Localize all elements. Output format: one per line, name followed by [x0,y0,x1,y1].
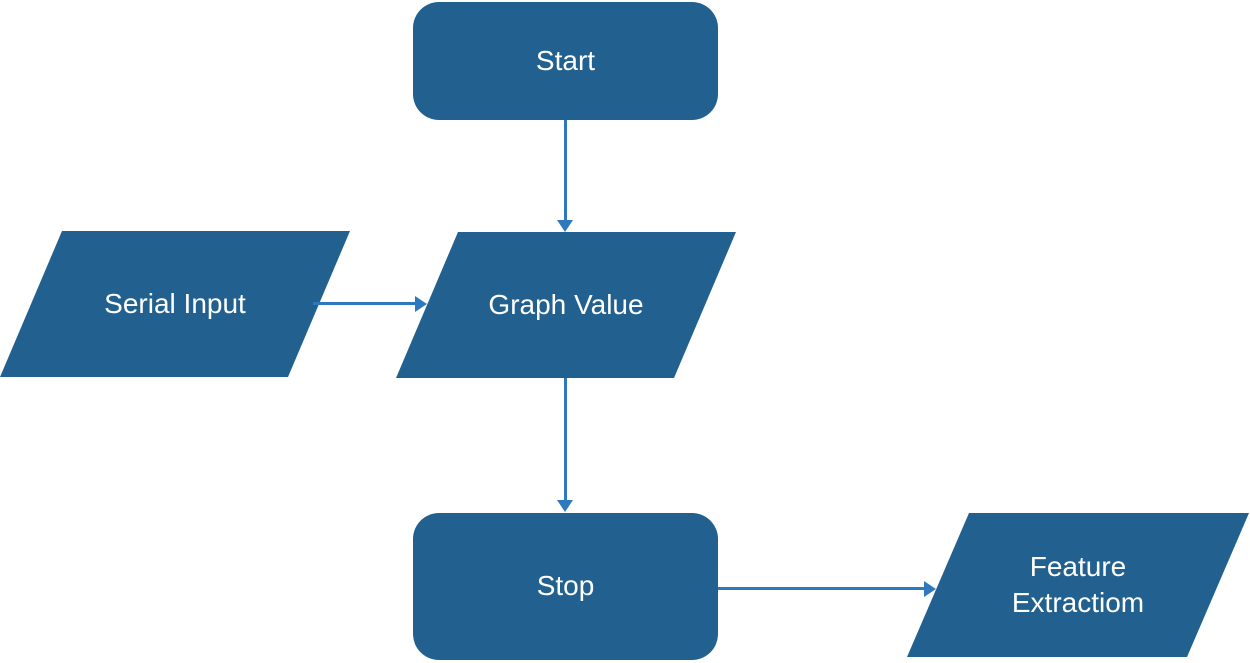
node-start: Start [413,2,718,120]
arrow-line [564,120,567,221]
arrowhead-right-icon [924,581,936,597]
arrowhead-down-icon [557,220,573,232]
arrowhead-right-icon [415,296,427,312]
arrow-line [313,302,417,305]
arrow-line [564,378,567,501]
arrowhead-down-icon [557,500,573,512]
arrow-line [718,587,925,590]
node-graph-value-label: Graph Value [488,288,644,320]
node-serial-input-label: Serial Input [104,287,246,319]
node-feature-extraction: Feature Extractiom [907,513,1249,657]
node-serial-input: Serial Input [0,231,350,377]
node-start-label: Start [535,44,596,76]
node-feature-extraction-label: Feature Extractiom [1011,550,1145,618]
node-stop: Stop [413,513,718,660]
node-graph-value: Graph Value [396,232,736,378]
node-stop-label: Stop [536,570,595,602]
